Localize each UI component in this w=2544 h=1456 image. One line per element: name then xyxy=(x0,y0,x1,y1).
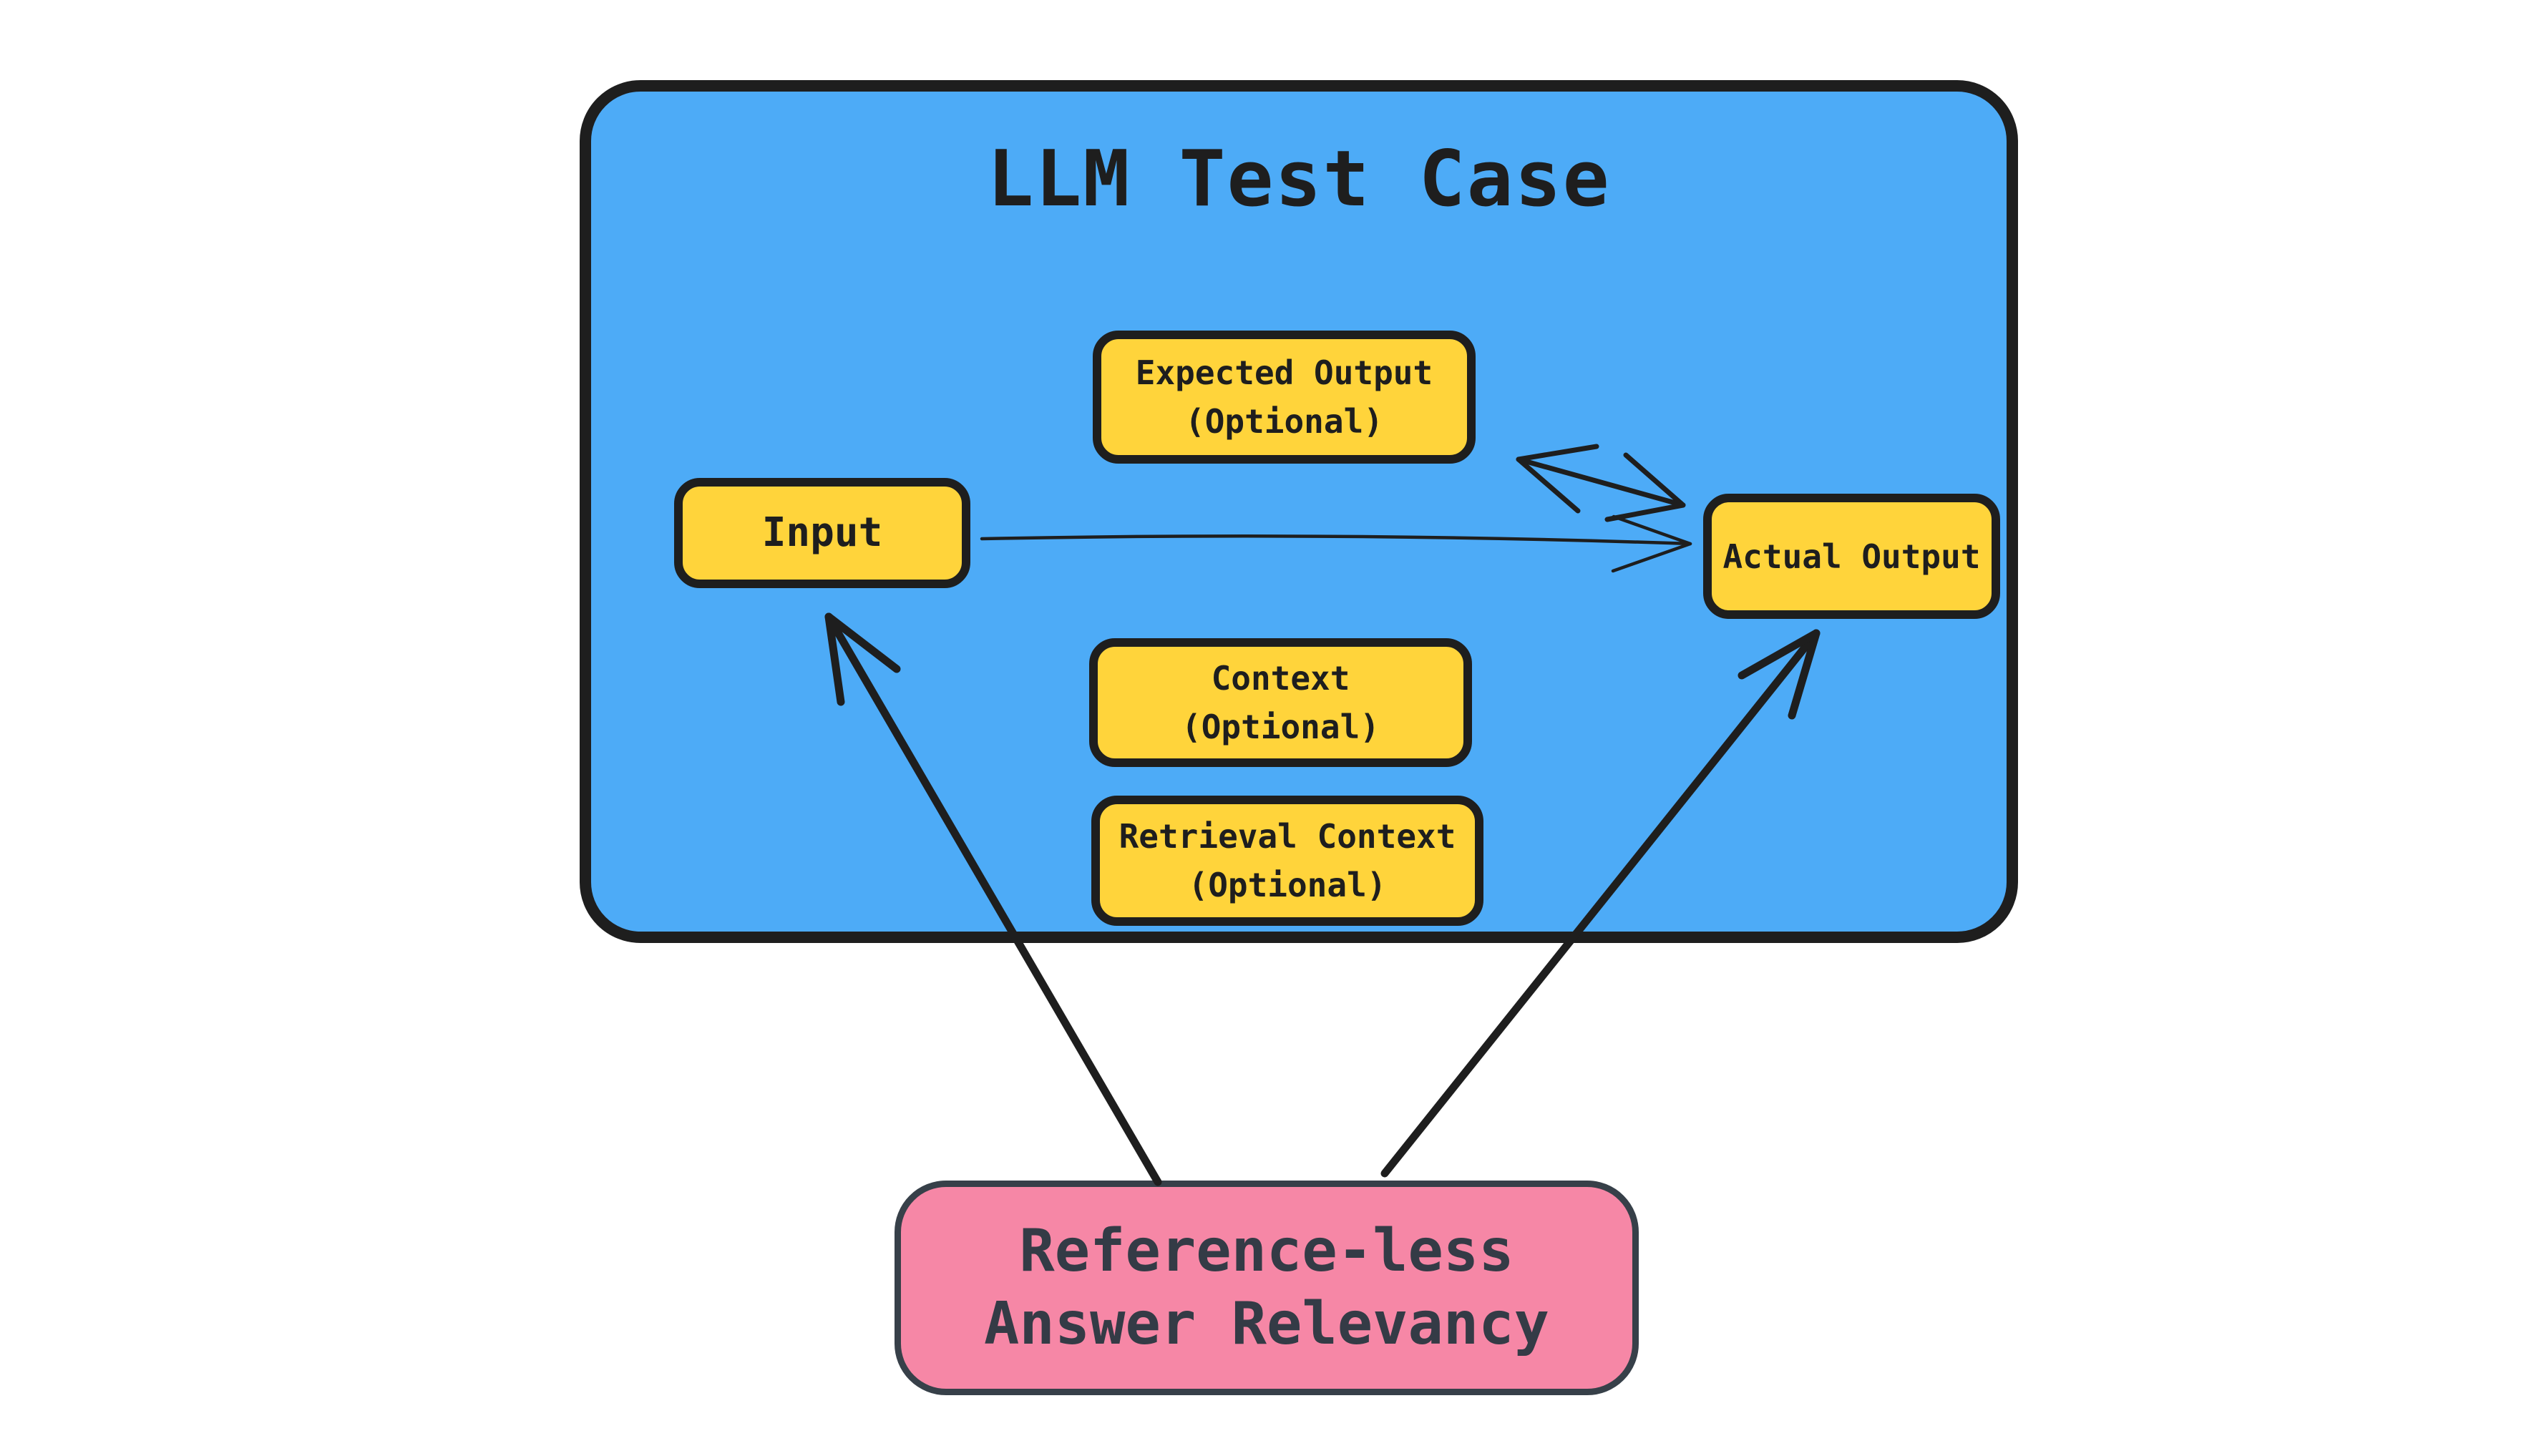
node-retrieval-context-label: Retrieval Context xyxy=(1119,817,1456,856)
node-expected-output-sublabel: (Optional) xyxy=(1185,402,1383,441)
metric-label-line2: Answer Relevancy xyxy=(984,1290,1549,1358)
node-input-label: Input xyxy=(761,509,883,556)
node-context-label: Context xyxy=(1211,659,1350,698)
node-expected-output-label: Expected Output xyxy=(1135,353,1433,392)
diagram-title: LLM Test Case xyxy=(987,135,1611,224)
metric-label-line1: Reference-less xyxy=(1019,1217,1514,1285)
node-context: Context (Optional) xyxy=(1089,638,1472,767)
node-retrieval-context-sublabel: (Optional) xyxy=(1188,866,1387,904)
node-retrieval-context: Retrieval Context (Optional) xyxy=(1091,796,1483,926)
node-actual-output-label: Actual Output xyxy=(1722,537,1981,576)
node-input: Input xyxy=(674,478,970,588)
node-actual-output: Actual Output xyxy=(1703,494,2000,619)
metric-box: Reference-less Answer Relevancy xyxy=(895,1181,1639,1395)
node-expected-output: Expected Output (Optional) xyxy=(1093,331,1476,464)
node-context-sublabel: (Optional) xyxy=(1181,708,1380,746)
